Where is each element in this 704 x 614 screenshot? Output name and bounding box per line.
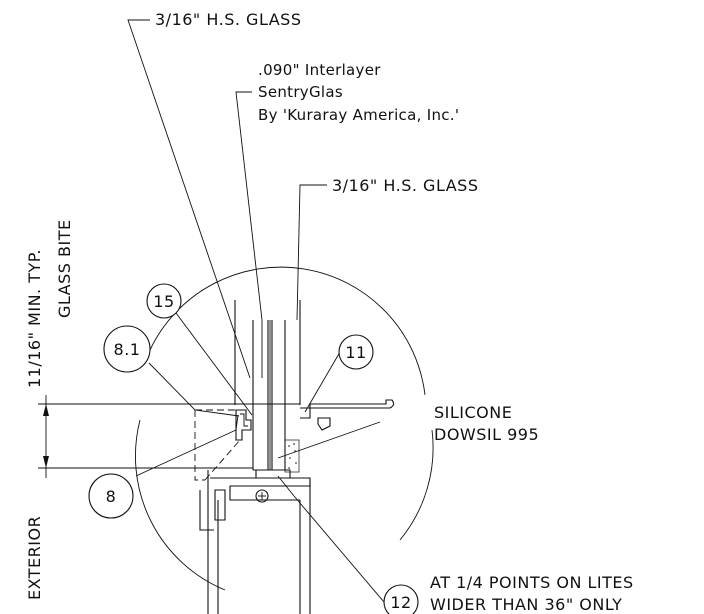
silicone-bed <box>284 439 300 473</box>
setting-block-screw <box>255 489 269 503</box>
label-silicone-line1: SILICONE <box>434 403 512 422</box>
label-setting-block-line1: AT 1/4 POINTS ON LITES <box>430 573 634 592</box>
callout-12: 12 <box>383 584 419 614</box>
pressure-plate-dashed <box>194 409 241 481</box>
exterior-gasket-inner <box>240 413 248 427</box>
interior-gasket <box>300 399 395 419</box>
svg-text:8.1: 8.1 <box>114 340 141 359</box>
label-interlayer-line2: SentryGlas <box>258 83 343 101</box>
detail-circle <box>135 266 434 591</box>
glass-lite-outer <box>252 320 269 470</box>
mullion-frame <box>199 300 311 614</box>
callout-11: 11 <box>338 334 374 370</box>
glass-bite-dimension <box>38 395 300 478</box>
label-setting-block-line2: WIDER THAN 36" ONLY <box>430 595 622 614</box>
label-glass-bite: GLASS BITE <box>55 219 74 318</box>
callout-15: 15 <box>146 283 182 319</box>
svg-text:15: 15 <box>153 292 174 311</box>
leader-lines <box>127 19 385 603</box>
label-silicone-line2: DOWSIL 995 <box>434 425 539 444</box>
label-interlayer-line3: By 'Kuraray America, Inc.' <box>258 106 459 124</box>
label-glass-inner: 3/16" H.S. GLASS <box>332 176 478 195</box>
exterior-gasket <box>235 409 252 441</box>
glass-lite-inner <box>271 320 286 470</box>
label-glass-top: 3/16" H.S. GLASS <box>155 10 301 29</box>
callout-8: 8 <box>88 473 134 519</box>
svg-text:8: 8 <box>106 487 117 506</box>
callout-8-1: 8.1 <box>103 325 151 373</box>
interior-gasket-hook <box>317 417 331 431</box>
label-exterior: EXTERIOR <box>25 516 44 600</box>
svg-text:11: 11 <box>345 343 366 362</box>
label-dimension-min: 11/16" MIN. TYP. <box>25 249 44 388</box>
svg-text:12: 12 <box>390 593 411 612</box>
label-interlayer-line1: .090" Interlayer <box>258 61 381 79</box>
setting-block <box>255 469 291 479</box>
